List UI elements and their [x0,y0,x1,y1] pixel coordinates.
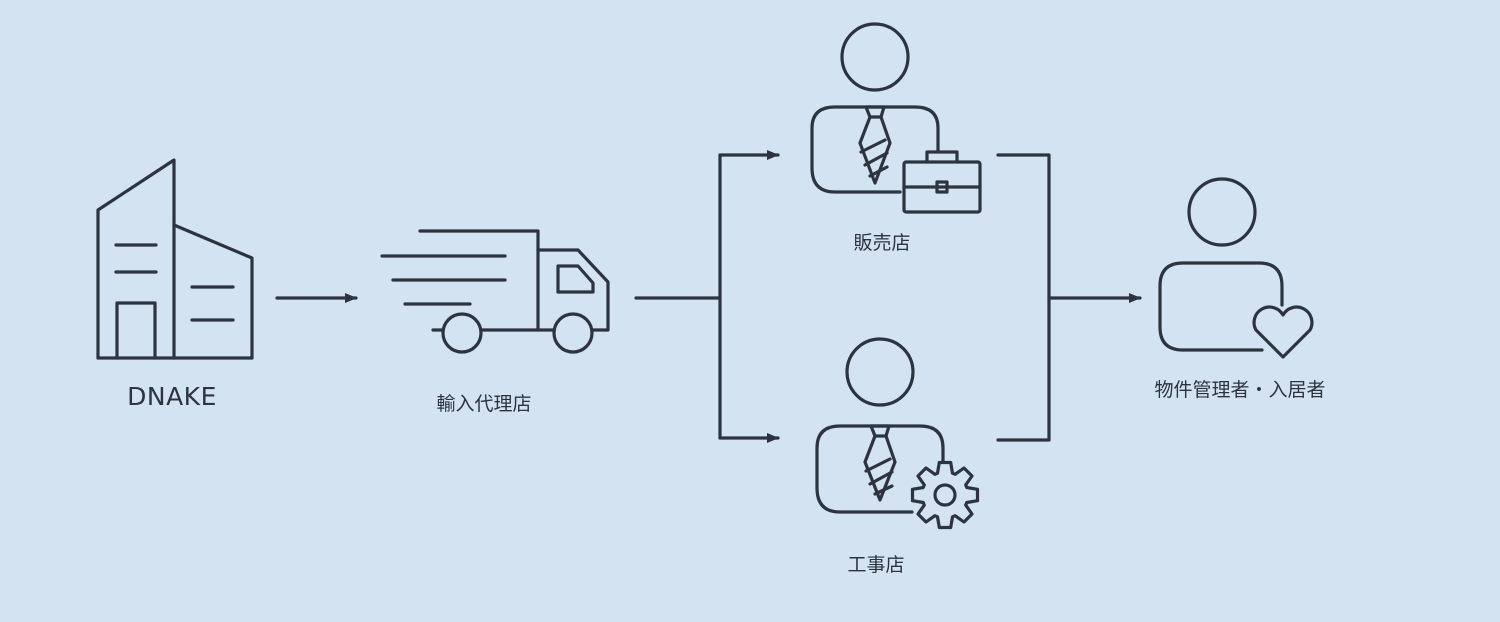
gear-outline [910,460,980,530]
end-user-label: 物件管理者・入居者 [1154,379,1326,401]
installer-label: 工事店 [847,554,905,576]
merge-bracket-right [996,153,1051,442]
connector-lines [275,150,1142,443]
gear-hub [933,483,957,507]
dealer-label: 販売店 [853,232,911,254]
building-icon [96,158,254,360]
person-heart-icon [1158,177,1314,359]
delivery-truck-icon [380,229,610,354]
manufacturer-label: DNAKE [127,382,217,411]
businessman-briefcase-icon [810,22,982,214]
businessman-gear-icon [815,337,980,530]
importer-label: 輸入代理店 [436,393,532,415]
